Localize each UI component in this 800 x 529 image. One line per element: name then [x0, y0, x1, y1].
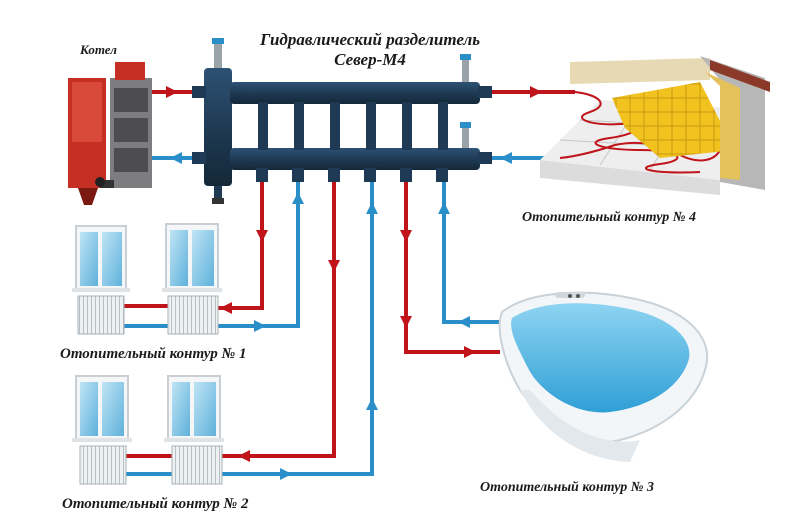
circuit-1-supply-pipe — [218, 182, 264, 310]
title-line-2: Север-М4 — [334, 50, 406, 69]
circuit-2-label: Отопительный контур № 2 — [62, 496, 249, 512]
circuit-1-label: Отопительный контур № 1 — [60, 346, 247, 362]
circuit-3-label: Отопительный контур № 3 — [480, 480, 655, 495]
circuit-3-return-pipe — [442, 182, 500, 324]
radiator-icon — [79, 445, 127, 485]
window-icon — [72, 375, 132, 442]
title-line-1: Гидравлический разделитель — [260, 30, 480, 49]
circuit-3-supply-pipe — [404, 182, 500, 354]
boiler-label: Котел — [80, 42, 117, 57]
boiler-icon — [68, 62, 152, 205]
diagram-title: Гидравлический разделитель Север-М4 — [200, 30, 540, 70]
window-icon — [162, 223, 222, 292]
circuit-1-return-pipe — [218, 182, 300, 328]
radiator-icon — [77, 295, 125, 335]
circuit-4-label: Отопительный контур № 4 — [522, 210, 697, 225]
window-icon — [72, 225, 130, 292]
underfloor-heating-icon — [540, 56, 770, 195]
radiator-icon — [167, 295, 219, 335]
window-icon — [164, 375, 224, 442]
bathtub-icon — [498, 291, 709, 462]
hydraulic-separator-icon — [192, 68, 492, 204]
air-vent-icon — [212, 38, 471, 148]
circuit-2-return-pipe — [222, 182, 374, 476]
radiator-icon — [171, 445, 223, 485]
circuit-2-supply-pipe — [222, 182, 336, 458]
